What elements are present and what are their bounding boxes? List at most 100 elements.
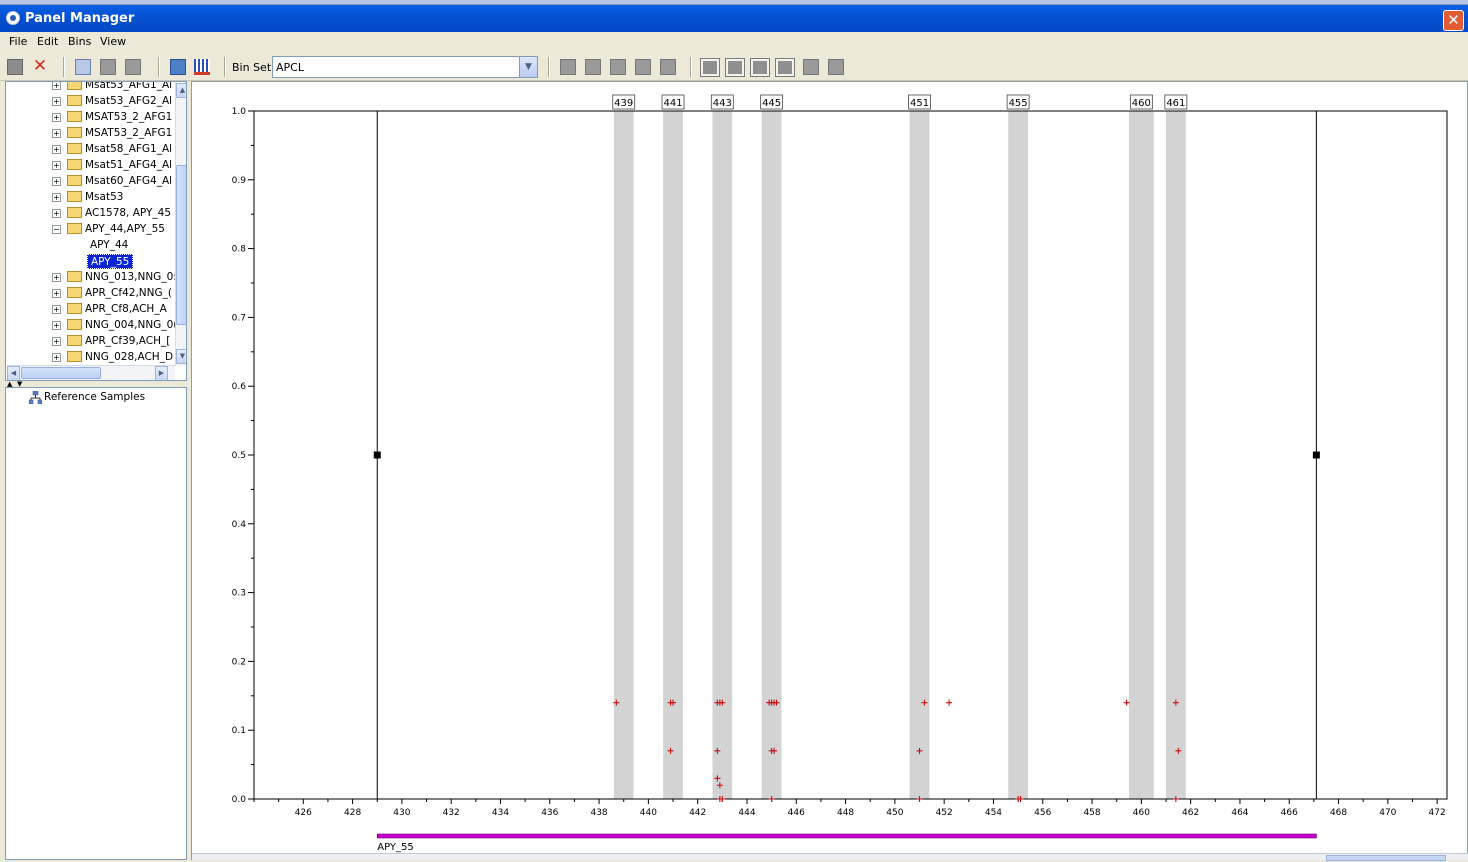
- menu-edit[interactable]: Edit: [37, 35, 59, 48]
- toolbar-separator: [63, 57, 65, 77]
- gray-tool-icon[interactable]: [828, 59, 844, 75]
- bin-label: 455: [1009, 98, 1028, 109]
- tree-vertical-scrollbar[interactable]: ▲ ▼: [175, 83, 186, 366]
- x-tick-label: 428: [344, 808, 361, 818]
- y-tick-label: 0.8: [232, 245, 247, 255]
- folder-icon: [67, 319, 82, 330]
- bin-label-box[interactable]: [1129, 94, 1153, 110]
- expand-icon[interactable]: +: [52, 97, 61, 106]
- expand-icon[interactable]: +: [52, 161, 61, 170]
- new-panel-icon[interactable]: [7, 59, 23, 75]
- gray-tool-icon[interactable]: [125, 59, 141, 75]
- view-toggle-button[interactable]: [750, 58, 770, 77]
- bin-label-box[interactable]: [710, 94, 734, 110]
- menu-bins[interactable]: Bins: [68, 35, 92, 48]
- peak-point: [670, 699, 677, 706]
- gray-tool-icon[interactable]: [560, 59, 576, 75]
- bin-rect[interactable]: [1008, 111, 1028, 799]
- bin-set-dropdown[interactable]: APCL ▼: [272, 56, 538, 78]
- reference-panel[interactable]: Reference Samples: [5, 387, 187, 860]
- gray-tool-icon[interactable]: [660, 59, 676, 75]
- import-icon[interactable]: [75, 59, 91, 75]
- bin-label: 443: [713, 98, 732, 109]
- expand-icon[interactable]: +: [52, 289, 61, 298]
- gray-tool-icon[interactable]: [100, 59, 116, 75]
- split-up-icon[interactable]: ▲: [7, 380, 13, 388]
- y-tick-label: 0.9: [232, 176, 247, 186]
- tree-horizontal-scrollbar[interactable]: ◀ ▶: [7, 365, 175, 380]
- bin-set-label: Bin Set:: [232, 61, 275, 74]
- folder-icon: [67, 287, 82, 298]
- expand-icon[interactable]: +: [52, 353, 61, 362]
- tree-marker-item-selected[interactable]: APY_55: [87, 254, 134, 269]
- tree-marker-item[interactable]: APY_44: [90, 239, 129, 251]
- peak-point: [916, 796, 923, 802]
- gray-tool-icon[interactable]: [635, 59, 651, 75]
- plot-horizontal-scrollbar[interactable]: [192, 853, 1468, 861]
- expand-icon[interactable]: +: [52, 193, 61, 202]
- app-icon: [6, 11, 20, 25]
- menu-view[interactable]: View: [100, 35, 127, 48]
- export-icon[interactable]: [170, 59, 186, 75]
- pane-splitter[interactable]: ▲ ▼: [5, 380, 187, 388]
- expand-icon[interactable]: +: [52, 177, 61, 186]
- expand-icon[interactable]: +: [52, 113, 61, 122]
- expand-icon[interactable]: +: [52, 273, 61, 282]
- bin-label-box[interactable]: [1006, 94, 1030, 110]
- gray-tool-icon[interactable]: [610, 59, 626, 75]
- title-bar[interactable]: Panel Manager ✕: [0, 5, 1468, 32]
- bin-rect[interactable]: [909, 111, 930, 799]
- folder-icon: [67, 159, 82, 170]
- view-toggle-button[interactable]: [775, 58, 795, 77]
- bin-label-box[interactable]: [612, 94, 636, 110]
- expand-icon[interactable]: +: [52, 129, 61, 138]
- scroll-thumb[interactable]: [176, 165, 186, 325]
- bin-label-box[interactable]: [661, 94, 685, 110]
- peak-point: [716, 782, 723, 789]
- collapse-icon[interactable]: −: [52, 225, 61, 234]
- view-toggle-button[interactable]: [700, 58, 720, 77]
- scroll-up-icon[interactable]: ▲: [176, 83, 186, 98]
- x-tick-label: 470: [1379, 808, 1396, 818]
- scroll-thumb[interactable]: [21, 367, 101, 379]
- scroll-right-icon[interactable]: ▶: [155, 366, 168, 380]
- scroll-thumb[interactable]: [1326, 855, 1446, 861]
- peak-point: [667, 747, 674, 754]
- split-down-icon[interactable]: ▼: [17, 380, 23, 388]
- panel-tree[interactable]: +Msat53_AFG1_Al +Msat53_AFG2_Al +MSAT53_…: [5, 81, 187, 381]
- scroll-left-icon[interactable]: ◀: [7, 366, 20, 380]
- bin-rect[interactable]: [663, 111, 683, 799]
- close-button[interactable]: ✕: [1443, 10, 1464, 31]
- bin-label-box[interactable]: [1164, 94, 1188, 110]
- expand-icon[interactable]: +: [52, 145, 61, 154]
- expand-icon[interactable]: +: [52, 209, 61, 218]
- bin-label-box[interactable]: [760, 94, 784, 110]
- expand-icon[interactable]: +: [52, 305, 61, 314]
- expand-icon[interactable]: +: [52, 337, 61, 346]
- bins-icon[interactable]: [194, 59, 210, 75]
- expand-icon[interactable]: +: [52, 81, 61, 90]
- view-toggle-button[interactable]: [725, 58, 745, 77]
- marker-label: APY_55: [377, 842, 413, 853]
- marker-range-bar[interactable]: [376, 833, 1317, 839]
- bin-rect[interactable]: [1129, 111, 1154, 799]
- gray-tool-icon[interactable]: [585, 59, 601, 75]
- chevron-down-icon[interactable]: ▼: [519, 57, 537, 77]
- menu-file[interactable]: File: [9, 35, 28, 48]
- range-handle-right[interactable]: [1312, 451, 1320, 459]
- range-handle-left[interactable]: [373, 451, 381, 459]
- gray-tool-icon[interactable]: [803, 59, 819, 75]
- bin-rect[interactable]: [613, 111, 634, 799]
- bin-label-box[interactable]: [908, 94, 931, 110]
- bin-rect[interactable]: [761, 111, 782, 799]
- reference-samples-item[interactable]: Reference Samples: [44, 391, 146, 403]
- expand-icon[interactable]: +: [52, 321, 61, 330]
- scroll-down-icon[interactable]: ▼: [176, 349, 186, 364]
- y-tick-label: 1.0: [232, 107, 247, 117]
- delete-icon[interactable]: ✕: [32, 56, 48, 76]
- bin-rect[interactable]: [712, 111, 733, 799]
- x-tick-label: 434: [492, 808, 509, 818]
- bin-rect[interactable]: [1166, 111, 1186, 799]
